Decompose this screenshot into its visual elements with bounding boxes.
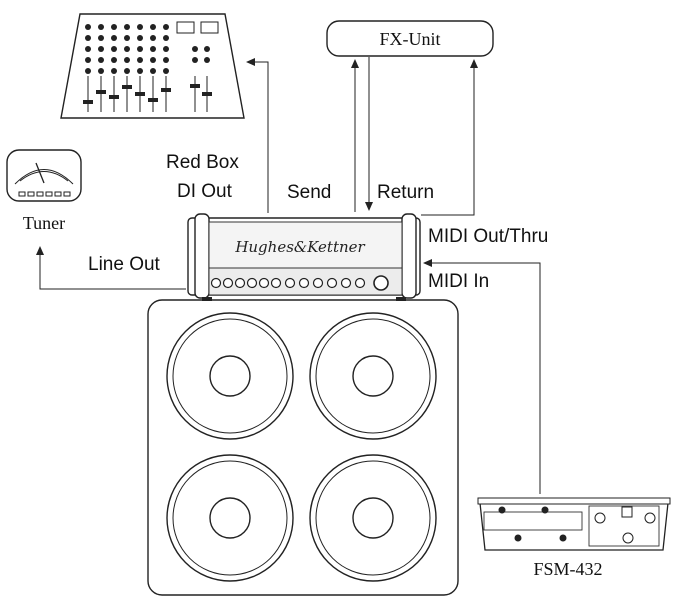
speaker-top-right (309, 312, 437, 440)
send-label: Send (287, 182, 331, 203)
mixer-knob (111, 35, 117, 41)
mixer-knob (111, 24, 117, 30)
amp-master-knob (373, 275, 389, 291)
mixer-knob (124, 35, 130, 41)
speaker-cabinet (147, 299, 459, 596)
midi-in-label: MIDI In (428, 271, 489, 292)
mixer-knob (150, 57, 156, 63)
amp-knob (354, 277, 366, 289)
mixer-knob (163, 24, 169, 30)
amp-knob (234, 277, 246, 289)
mixer-knob (124, 46, 130, 52)
speaker-bottom-right (309, 454, 437, 582)
mixer-knob (124, 68, 130, 74)
line-out-label: Line Out (88, 254, 161, 275)
mixer-knob (137, 68, 143, 74)
mixer-knob (124, 57, 130, 63)
midi-out-connection (421, 59, 478, 216)
tuner: Tuner (6, 149, 82, 233)
mixer-fader-cap (190, 84, 200, 88)
red-box-connection (246, 58, 269, 213)
mixer-knob (124, 24, 130, 30)
amp-head: Hughes&Kettner (187, 213, 421, 301)
mixer-knob (85, 46, 91, 52)
mixer-knob (85, 24, 91, 30)
mixer-knob (192, 46, 198, 52)
amp-knob (312, 277, 324, 289)
mixer-knob (163, 46, 169, 52)
mixer-knob (111, 68, 117, 74)
mixer-fader-cap (202, 92, 212, 96)
mixer-knob (204, 57, 210, 63)
mixer-knob (150, 46, 156, 52)
amp-knob (222, 277, 234, 289)
mixer-knobs (85, 24, 210, 74)
mixer-fader-cap (83, 100, 93, 104)
mixer-knob (85, 35, 91, 41)
amp-knob (246, 277, 258, 289)
mixer-knob (85, 68, 91, 74)
red-box-label-line2: DI Out (177, 181, 233, 202)
mixer-knob (98, 46, 104, 52)
mixer-knob (98, 24, 104, 30)
fx-unit-box: FX-Unit (326, 20, 494, 57)
mixer-knob (192, 57, 198, 63)
midi-in-connection (423, 259, 541, 494)
mixer-knob (150, 68, 156, 74)
tuner-label: Tuner (23, 213, 65, 233)
mixer-knob (98, 35, 104, 41)
mixer-fader-cap (135, 92, 145, 96)
amp-knobs (210, 275, 389, 291)
mixer-knob (85, 57, 91, 63)
speaker-top-left (166, 312, 294, 440)
mixer-knob (137, 46, 143, 52)
amp-knob (210, 277, 222, 289)
mixer-knob (98, 57, 104, 63)
fsm-label: FSM-432 (533, 559, 602, 579)
fx-unit-label: FX-Unit (379, 29, 440, 49)
mixer-knob (163, 35, 169, 41)
mixer-knob (137, 35, 143, 41)
mixer-knob (163, 68, 169, 74)
mixer-knob (150, 35, 156, 41)
mixer-fader-cap (96, 90, 106, 94)
mixer-knob (98, 68, 104, 74)
mixer-knob (163, 57, 169, 63)
mixer-fader-cap (148, 98, 158, 102)
mixer-knob (204, 46, 210, 52)
footswitch-fsm-432: FSM-432 (477, 497, 671, 579)
mixer-knob (150, 24, 156, 30)
tuner-leds (18, 191, 71, 197)
mixer-knob (137, 24, 143, 30)
mixer-fader-cap (109, 95, 119, 99)
mixer-knob (111, 46, 117, 52)
amp-logo: Hughes&Kettner (234, 238, 365, 256)
line-out-connection (36, 246, 186, 290)
return-label: Return (377, 182, 434, 203)
mixer-knob (111, 57, 117, 63)
amp-knob (258, 277, 270, 289)
mixer-fader-cap (161, 88, 171, 92)
amp-knob (298, 277, 310, 289)
amp-knob (326, 277, 338, 289)
amp-knob (340, 277, 352, 289)
amp-knob (270, 277, 282, 289)
mixing-console (60, 13, 245, 119)
amp-knob (284, 277, 296, 289)
midi-out-thru-label: MIDI Out/Thru (428, 226, 548, 247)
speaker-bottom-left (166, 454, 294, 582)
red-box-label-line1: Red Box (166, 152, 239, 173)
mixer-fader-cap (122, 85, 132, 89)
mixer-faders (83, 76, 212, 112)
mixer-knob (137, 57, 143, 63)
